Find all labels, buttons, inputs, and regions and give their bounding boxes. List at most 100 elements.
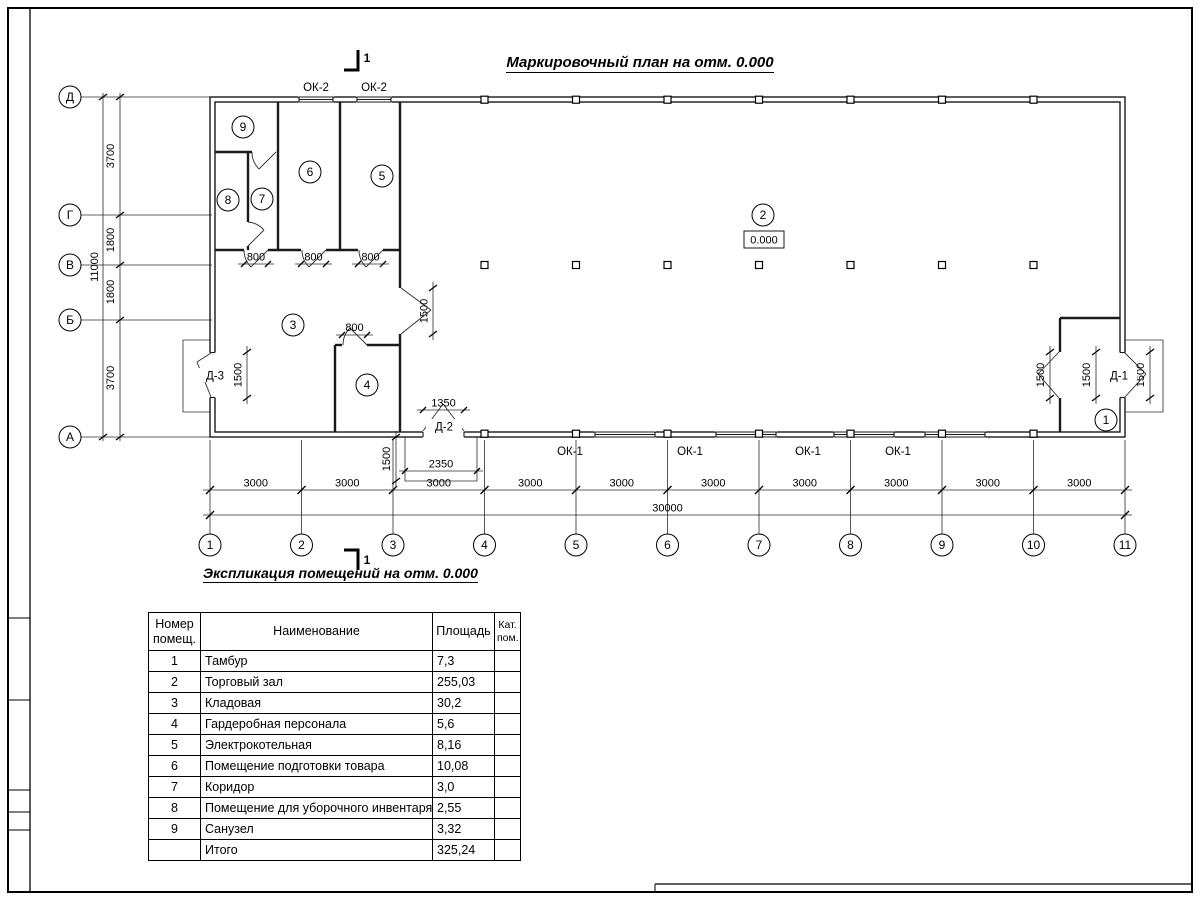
axis-2: 2 bbox=[298, 538, 305, 552]
bottom-dimension-chain: 3000 3000 3000 3000 3000 3000 3000 3000 … bbox=[203, 478, 1132, 520]
dim-11000-total: 11000 bbox=[89, 252, 101, 282]
cell-number: 2 bbox=[148, 671, 201, 693]
cell-name: Помещение для уборочного инвентаря bbox=[200, 797, 433, 819]
cell-area: 30,2 bbox=[432, 692, 495, 714]
dim-3000: 3000 bbox=[335, 478, 359, 490]
cell-category bbox=[494, 671, 521, 693]
dim-3000: 3000 bbox=[701, 478, 725, 490]
table-header-row: Номер помещ. Наименование Площадь Кат. п… bbox=[148, 612, 521, 651]
cell-category bbox=[494, 839, 521, 861]
door-labels: Д-3 Д-2 Д-1 bbox=[197, 368, 1137, 434]
cell-category bbox=[494, 650, 521, 672]
cell-category bbox=[494, 797, 521, 819]
cell-area: 325,24 bbox=[432, 839, 495, 861]
axis-circles-bottom: 1 2 3 4 5 6 7 8 9 10 11 bbox=[198, 533, 1137, 557]
cell-name: Тамбур bbox=[200, 650, 433, 672]
cell-area: 255,03 bbox=[432, 671, 495, 693]
axis-G: Г bbox=[67, 208, 74, 222]
window-ok2-label: ОК-2 bbox=[361, 82, 387, 94]
room-7-marker: 7 bbox=[259, 192, 266, 206]
plan-title: Маркировочный план на отм. 0.000 bbox=[506, 54, 774, 73]
dim-3000: 3000 bbox=[1067, 478, 1091, 490]
dim-1500: 1500 bbox=[419, 299, 431, 323]
dim-3000: 3000 bbox=[610, 478, 634, 490]
room-schedule-table: Номер помещ. Наименование Площадь Кат. п… bbox=[148, 612, 521, 861]
cell-category bbox=[494, 713, 521, 735]
cell-area: 3,32 bbox=[432, 818, 495, 840]
cell-name: Кладовая bbox=[200, 692, 433, 714]
elevation-value: 0.000 bbox=[750, 235, 778, 247]
col-header-area: Площадь bbox=[432, 612, 495, 651]
window-ok1-label: ОК-1 bbox=[677, 446, 703, 458]
dim-800: 800 bbox=[361, 252, 379, 264]
dim-3700: 3700 bbox=[105, 144, 117, 168]
cell-category bbox=[494, 692, 521, 714]
axis-1: 1 bbox=[207, 538, 214, 552]
dim-3000: 3000 bbox=[244, 478, 268, 490]
interior-walls bbox=[215, 102, 1120, 432]
cell-number: 7 bbox=[148, 776, 201, 798]
dim-3000: 3000 bbox=[518, 478, 542, 490]
window-ok1-label: ОК-1 bbox=[557, 446, 583, 458]
axis-A: А bbox=[66, 430, 74, 444]
axis-B: Б bbox=[66, 313, 74, 327]
cell-number: 8 bbox=[148, 797, 201, 819]
section-marks: 1 1 bbox=[344, 50, 371, 570]
axis-8: 8 bbox=[847, 538, 854, 552]
col-header-category: Кат. пом. bbox=[494, 612, 521, 651]
dim-1500: 1500 bbox=[1081, 363, 1093, 387]
section-mark-top: 1 bbox=[364, 51, 371, 65]
dim-800: 800 bbox=[304, 252, 322, 264]
room-1-marker: 1 bbox=[1103, 413, 1110, 427]
dim-1500: 1500 bbox=[381, 447, 393, 471]
cell-name: Итого bbox=[200, 839, 433, 861]
cell-area: 7,3 bbox=[432, 650, 495, 672]
axis-9: 9 bbox=[939, 538, 946, 552]
room-2-marker: 2 bbox=[760, 208, 767, 222]
section-mark-bottom: 1 bbox=[364, 553, 371, 567]
dim-1800: 1800 bbox=[105, 280, 117, 304]
window-openings bbox=[298, 95, 986, 439]
cell-number bbox=[148, 839, 201, 861]
axis-circles-left: Д Г В Б А bbox=[58, 85, 82, 449]
room-6-marker: 6 bbox=[307, 165, 314, 179]
cell-category bbox=[494, 755, 521, 777]
dim-3000: 3000 bbox=[793, 478, 817, 490]
schedule-title: Экспликация помещений на отм. 0.000 bbox=[203, 565, 478, 583]
axis-10: 10 bbox=[1027, 538, 1041, 552]
dim-3700: 3700 bbox=[105, 366, 117, 390]
sheet-frame bbox=[7, 7, 1193, 893]
col-header-number: Номер помещ. bbox=[148, 612, 201, 651]
dim-30000-total: 30000 bbox=[652, 503, 683, 515]
axis-7: 7 bbox=[756, 538, 763, 552]
cell-number: 5 bbox=[148, 734, 201, 756]
bottom-grid-extension-lines bbox=[209, 440, 1126, 534]
left-dimension-chain: 3700 1800 1800 3700 11000 bbox=[89, 93, 125, 441]
cell-category bbox=[494, 818, 521, 840]
room-4-marker: 4 bbox=[364, 378, 371, 392]
room-9-marker: 9 bbox=[240, 120, 247, 134]
axis-5: 5 bbox=[573, 538, 580, 552]
dim-1500: 1500 bbox=[233, 363, 245, 387]
dim-1800: 1800 bbox=[105, 228, 117, 252]
cell-name: Коридор bbox=[200, 776, 433, 798]
cell-name: Электрокотельная bbox=[200, 734, 433, 756]
dim-3000: 3000 bbox=[427, 478, 451, 490]
cell-category bbox=[494, 776, 521, 798]
col-header-name: Наименование bbox=[200, 612, 433, 651]
cell-area: 8,16 bbox=[432, 734, 495, 756]
cell-name: Санузел bbox=[200, 818, 433, 840]
window-ok1-label: ОК-1 bbox=[885, 446, 911, 458]
columns bbox=[480, 95, 1038, 438]
cell-area: 3,0 bbox=[432, 776, 495, 798]
dim-800: 800 bbox=[345, 322, 363, 334]
